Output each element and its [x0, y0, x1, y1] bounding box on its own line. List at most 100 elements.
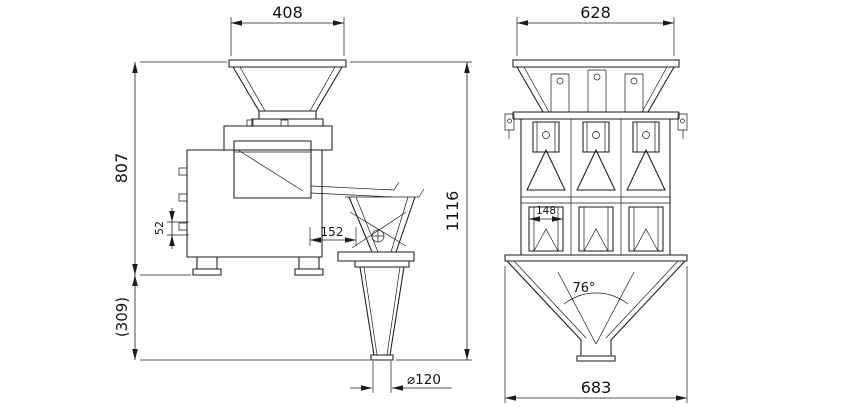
- front-funnel: [504, 254, 688, 362]
- side-chute-walls: [348, 196, 416, 253]
- funnel-angle-legs: [557, 271, 635, 345]
- side-tube-walls: [359, 266, 405, 356]
- feed-tube-knob: [542, 131, 550, 139]
- front-outer-columns: [520, 119, 671, 255]
- dim-label-152: 152: [321, 225, 344, 239]
- weigh-bucket: [578, 206, 614, 252]
- feed-tube: [632, 121, 660, 153]
- dim-side-outlet-diameter: ⌀120: [350, 361, 452, 393]
- dim-label-52: 52: [153, 221, 166, 235]
- dim-side-hopper-width: 408: [230, 3, 345, 56]
- weigh-bucket-inner: [633, 207, 659, 252]
- dim-front-hopper-width: 628: [516, 3, 675, 56]
- side-chute-pivot-cross: [372, 230, 384, 242]
- weigh-bucket: [528, 206, 564, 252]
- extension-lines: [350, 61, 472, 361]
- feed-tube-inner: [636, 122, 656, 152]
- extension-lines: [309, 227, 357, 246]
- dim-side-lower-309: (309): [113, 275, 370, 361]
- dim-front-base-683: 683: [504, 266, 688, 403]
- weigh-bucket: [628, 206, 664, 252]
- side-hopper-slopes: [232, 66, 343, 112]
- funnel-rim: [504, 254, 688, 262]
- side-hopper-rim: [228, 59, 347, 68]
- front-hopper-columns: [550, 69, 644, 112]
- extension-lines: [372, 361, 392, 393]
- funnel-slopes: [506, 260, 686, 341]
- front-clip-bolt: [680, 118, 685, 124]
- side-tube-inner-walls: [363, 266, 401, 356]
- side-feeder-chute-lines: [234, 149, 311, 192]
- dispersion-cone: [626, 148, 666, 191]
- front-side-clips: [504, 113, 688, 139]
- dispersion-cone: [576, 148, 616, 191]
- front-shelf-lines: [521, 196, 670, 204]
- dim-label-683: 683: [581, 378, 612, 397]
- side-cabinet-knobs: [178, 167, 188, 231]
- dim-front-bucket-148: 148: [528, 205, 564, 224]
- side-housing-bolts: [246, 119, 289, 127]
- side-feet-pads: [192, 268, 324, 276]
- weigh-bucket-inner: [583, 207, 609, 252]
- dim-label-76deg: 76°: [572, 281, 595, 296]
- feed-tube-knob: [592, 131, 600, 139]
- funnel-spout-flange: [576, 355, 616, 362]
- side-discharge-tube: [354, 260, 410, 361]
- side-feeder-window: [233, 140, 312, 199]
- feed-tube-inner: [536, 122, 556, 152]
- extension-lines: [140, 61, 227, 276]
- front-clip-bolt: [507, 118, 512, 124]
- front-hopper-inner-walls: [523, 66, 668, 113]
- front-column-bolt: [593, 73, 601, 81]
- dim-side-overall-1116: 1116: [350, 61, 472, 361]
- extension-lines: [504, 266, 688, 403]
- dim-side-detail-52: 52: [153, 208, 189, 249]
- dispersion-cone: [526, 148, 566, 191]
- dimension-annotations: 408 628 807 52 (309) 1116: [112, 3, 688, 403]
- feed-tube: [582, 121, 610, 153]
- side-body: [178, 119, 400, 258]
- feed-tube-knob: [642, 131, 650, 139]
- dim-label-628: 628: [580, 3, 611, 22]
- front-head-unit: [626, 121, 666, 252]
- front-dividers: [570, 119, 622, 255]
- dim-side-height-807: 807: [112, 61, 227, 276]
- side-hopper-throat: [258, 110, 317, 119]
- dim-label-807: 807: [112, 153, 131, 184]
- side-upper-housing: [223, 125, 333, 151]
- front-head-unit: [576, 121, 616, 252]
- side-chute-opening: [345, 188, 425, 198]
- front-view: [504, 59, 688, 362]
- front-column-bolt: [556, 77, 564, 85]
- funnel-angle-arc: [563, 292, 629, 305]
- feed-tube-inner: [586, 122, 606, 152]
- dim-label-1116: 1116: [443, 191, 462, 232]
- dim-label-diameter-120: ⌀120: [407, 372, 441, 388]
- front-hopper-slopes: [516, 66, 675, 113]
- front-frame: [504, 111, 688, 255]
- funnel-spout: [580, 340, 612, 356]
- dim-label-148: 148: [536, 205, 556, 217]
- side-view: [178, 59, 425, 361]
- feed-tube: [532, 121, 560, 153]
- dim-side-offset-152: 152: [309, 225, 357, 246]
- front-hopper-rim: [512, 59, 680, 68]
- side-feet: [192, 256, 324, 276]
- side-chute-inner-walls: [355, 196, 409, 253]
- side-hopper-inner-walls: [239, 66, 336, 112]
- front-top-plate: [512, 111, 680, 120]
- side-weigh-pan: [310, 181, 400, 198]
- side-cabinet: [186, 149, 323, 258]
- side-tube-collar: [354, 260, 410, 268]
- weigh-bucket-inner: [533, 207, 559, 252]
- front-head-unit: [526, 121, 566, 252]
- dim-label-408: 408: [272, 3, 303, 22]
- side-chute-plate: [337, 251, 415, 262]
- side-tube-flare: [370, 354, 394, 361]
- side-chute: [337, 188, 425, 262]
- front-column-bolt: [630, 77, 638, 85]
- dim-front-funnel-angle: 76°: [572, 281, 595, 296]
- funnel-inner-walls: [513, 260, 679, 339]
